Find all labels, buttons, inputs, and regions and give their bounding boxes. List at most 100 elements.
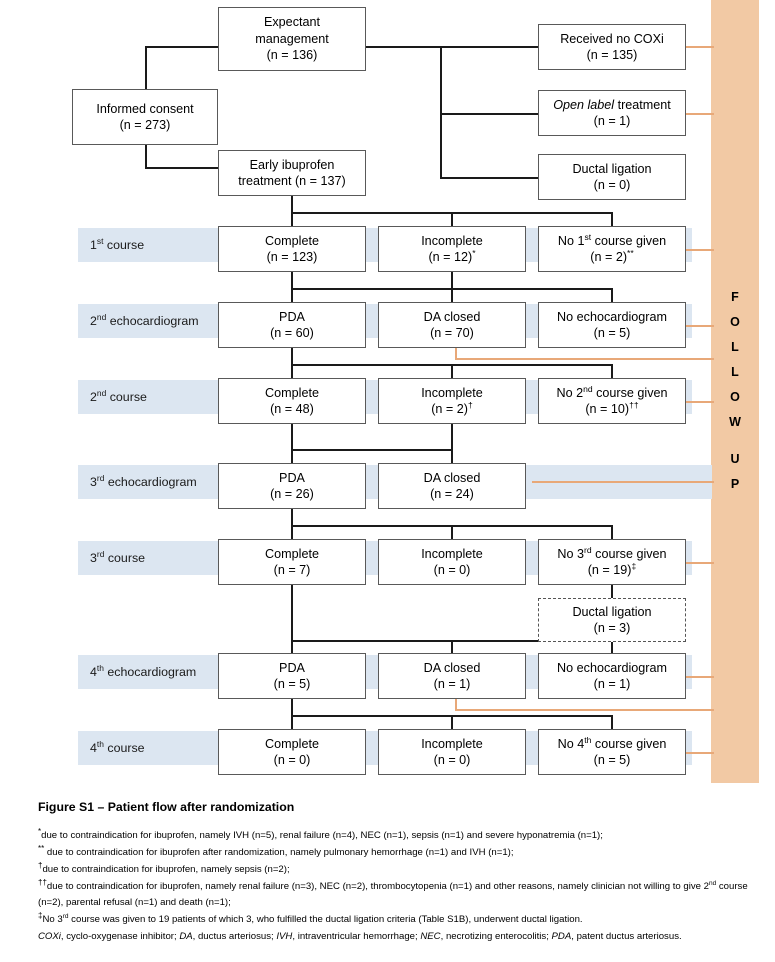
footnote-text-1: due to contraindication for ibuprofen, n… — [41, 830, 603, 841]
box-line2: (n = 136) — [266, 48, 318, 63]
box-course1-complete[interactable]: Complete (n = 123) — [218, 226, 366, 272]
connector-expectant-out — [366, 46, 442, 48]
box-received-no-coxi[interactable]: Received no COXi (n = 135) — [538, 24, 686, 70]
box-line2: (n = 7) — [273, 563, 311, 577]
box-line1: Ductal ligation — [572, 161, 652, 176]
box-line1-a: No — [557, 736, 578, 751]
box-course3-incomplete[interactable]: Incomplete (n = 0) — [378, 539, 526, 585]
box-line1: Open label treatment — [553, 97, 671, 114]
box-informed-consent[interactable]: Informed consent (n = 273) — [72, 89, 218, 145]
footnote-mark-1: * — [38, 826, 42, 836]
box-line1: No 1st course given — [557, 231, 666, 250]
connector-e2-down — [291, 348, 293, 365]
box-line1-a: No — [556, 385, 577, 400]
connector-echo3-fan — [291, 449, 452, 451]
connector-e3-down — [291, 509, 293, 526]
box-line1: Complete — [265, 546, 319, 561]
connector-course4-col1 — [291, 715, 293, 729]
box-course4-not-given[interactable]: No 4th course given (n = 5) — [538, 729, 686, 775]
connector-ibuprofen-down — [291, 195, 293, 213]
box-line2: (n = 0) — [593, 178, 631, 192]
box-open-label-treatment[interactable]: Open label treatment (n = 1) — [538, 90, 686, 136]
box-count: (n = 12) — [428, 250, 473, 264]
followup-elbow-e4-closed-h — [455, 709, 714, 711]
box-line1-sup: nd — [583, 383, 593, 394]
footnote-2: ** due to contraindication for ibuprofen… — [38, 844, 750, 861]
connector-c2-inc-down — [451, 424, 453, 450]
box-line1-a: No — [557, 233, 578, 248]
box-echo3-da-closed[interactable]: DA closed (n = 24) — [378, 463, 526, 509]
box-line1: Incomplete — [421, 233, 483, 248]
box-line1: Early ibuprofen — [249, 157, 335, 172]
box-line2: (n = 1) — [593, 114, 631, 128]
box-line1: PDA — [279, 470, 305, 485]
box-line1-sup: st — [584, 231, 592, 242]
figure-caption: Figure S1 – Patient flow after randomiza… — [38, 800, 295, 814]
box-expectant-management[interactable]: Expectant management (n = 136) — [218, 7, 366, 71]
connector-c3-down — [291, 585, 293, 641]
connector-course4-col2 — [451, 715, 453, 729]
footnote-mark: * — [472, 247, 476, 258]
connector-to-ductal-ligation-0 — [440, 177, 538, 179]
box-count: (n = 2) — [590, 250, 628, 264]
connector-echo3-col2 — [451, 449, 453, 463]
box-line1-b: course given — [592, 385, 668, 400]
box-line1: Complete — [265, 736, 319, 751]
box-line2: (n = 1) — [433, 677, 471, 691]
followup-elbow-e4-closed-v — [455, 699, 457, 711]
box-course4-incomplete[interactable]: Incomplete (n = 0) — [378, 729, 526, 775]
box-course3-complete[interactable]: Complete (n = 7) — [218, 539, 366, 585]
connector-e4-down — [291, 699, 293, 716]
followup-line-c4-none — [686, 752, 714, 754]
box-course3-not-given[interactable]: No 3rd course given (n = 19)‡ — [538, 539, 686, 585]
box-course1-incomplete[interactable]: Incomplete (n = 12)* — [378, 226, 526, 272]
box-course2-not-given[interactable]: No 2nd course given (n = 10)†† — [538, 378, 686, 424]
box-line1-ord: 4 — [577, 736, 585, 751]
box-echo4-pda[interactable]: PDA (n = 5) — [218, 653, 366, 699]
connector-echo4-col2 — [451, 640, 453, 654]
footnote-mark: †† — [629, 399, 639, 410]
box-line2: (n = 0) — [433, 753, 471, 767]
box-early-ibuprofen[interactable]: Early ibuprofen treatment (n = 137) — [218, 150, 366, 196]
box-line2: (n = 48) — [270, 402, 314, 416]
box-echo2-da-closed[interactable]: DA closed (n = 70) — [378, 302, 526, 348]
box-echo2-no-echocardiogram[interactable]: No echocardiogram (n = 5) — [538, 302, 686, 348]
footnotes-block: *due to contraindication for ibuprofen, … — [38, 826, 750, 946]
box-line1: DA closed — [423, 470, 481, 485]
box-line1: Incomplete — [421, 385, 483, 400]
box-course2-complete[interactable]: Complete (n = 48) — [218, 378, 366, 424]
box-line2: (n = 5) — [273, 677, 311, 691]
box-line1-ord: 1 — [577, 233, 585, 248]
connector-course1-col3 — [611, 212, 613, 226]
box-line2: (n = 0) — [433, 563, 471, 577]
box-line2: (n = 273) — [119, 118, 171, 132]
box-line1-ord: 3 — [577, 546, 585, 561]
box-line2: (n = 123) — [266, 250, 318, 264]
footnote-text-3: due to contraindication for ibuprofen, n… — [42, 864, 290, 876]
box-ductal-ligation-0[interactable]: Ductal ligation (n = 0) — [538, 154, 686, 200]
box-echo4-da-closed[interactable]: DA closed (n = 1) — [378, 653, 526, 699]
box-line2: (n = 0) — [273, 753, 311, 767]
connector-consent-to-expectant — [145, 46, 220, 48]
box-line1: DA closed — [423, 309, 481, 324]
box-line1-ord: 2 — [576, 385, 584, 400]
box-course2-incomplete[interactable]: Incomplete (n = 2)† — [378, 378, 526, 424]
box-echo3-pda[interactable]: PDA (n = 26) — [218, 463, 366, 509]
box-line2: (n = 19)‡ — [588, 562, 637, 579]
box-ductal-ligation-3[interactable]: Ductal ligation (n = 3) — [538, 598, 686, 642]
box-line2: (n = 3) — [593, 621, 631, 635]
connector-to-no-coxi — [440, 46, 538, 48]
box-line2: (n = 1) — [593, 677, 631, 691]
box-echo4-no-echocardiogram[interactable]: No echocardiogram (n = 1) — [538, 653, 686, 699]
box-course4-complete[interactable]: Complete (n = 0) — [218, 729, 366, 775]
box-line1: PDA — [279, 660, 305, 675]
connector-c1-down — [291, 272, 293, 289]
box-line2: (n = 26) — [270, 487, 314, 501]
connector-echo2-col1 — [291, 288, 293, 302]
followup-line-c1-none — [686, 249, 714, 251]
box-echo2-pda[interactable]: PDA (n = 60) — [218, 302, 366, 348]
box-course1-not-given[interactable]: No 1st course given (n = 2)** — [538, 226, 686, 272]
connector-echo4-col1 — [291, 640, 293, 654]
followup-line-e2-noecho — [686, 325, 714, 327]
